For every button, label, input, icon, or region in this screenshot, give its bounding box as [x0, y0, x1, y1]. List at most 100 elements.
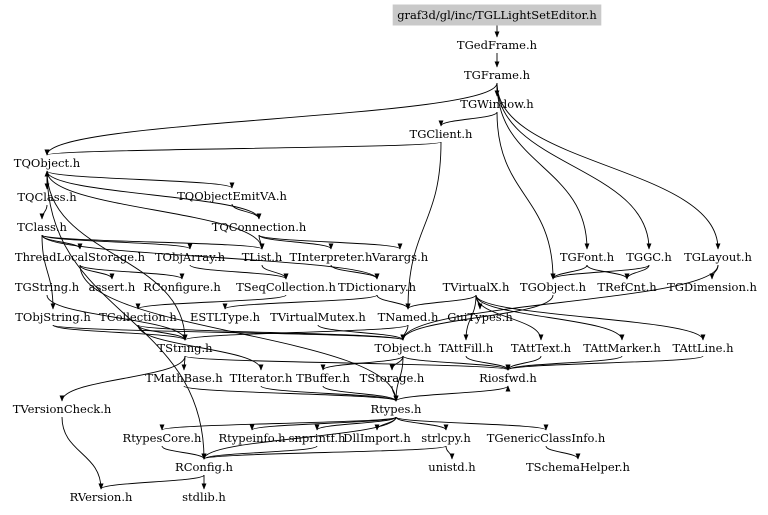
node-TNamed[interactable]: TNamed.h	[378, 310, 439, 324]
node-Varargs[interactable]: Varargs.h	[371, 250, 429, 264]
node-ThreadLocalStorage[interactable]: ThreadLocalStorage.h	[15, 250, 146, 264]
node-TStorage[interactable]: TStorage.h	[360, 371, 425, 385]
node-label: TString.h	[157, 341, 213, 355]
edge-TAttLine-to-Riosfwd	[505, 355, 704, 371]
node-GuiTypes[interactable]: GuiTypes.h	[447, 310, 513, 324]
node-TGClient[interactable]: TGClient.h	[410, 127, 474, 141]
node-stdlib[interactable]: stdlib.h	[182, 490, 226, 504]
node-TGedFrame[interactable]: TGedFrame.h	[457, 38, 538, 52]
node-RVersion[interactable]: RVersion.h	[70, 490, 133, 504]
edge-TIterator-to-Rtypes	[260, 385, 399, 402]
node-label: TAttLine.h	[673, 341, 735, 355]
node-label: snprintf.h	[289, 431, 346, 445]
edge-TGLayout-to-TGDimension	[709, 264, 719, 280]
node-TObjArray[interactable]: TObjArray.h	[155, 250, 226, 264]
edge-ThreadLocalStorage-to-RConfigure	[79, 264, 185, 280]
node-TString[interactable]: TString.h	[157, 341, 213, 355]
node-TCollection[interactable]: TCollection.h	[99, 310, 177, 324]
edge-TString-to-Riosfwd	[184, 355, 511, 371]
node-TVirtualMutex[interactable]: TVirtualMutex.h	[270, 310, 366, 324]
node-TIterator[interactable]: TIterator.h	[230, 371, 293, 385]
node-TObject[interactable]: TObject.h	[375, 341, 433, 355]
node-TAttMarker[interactable]: TAttMarker.h	[583, 341, 661, 355]
node-TQConnection[interactable]: TQConnection.h	[212, 220, 307, 234]
node-label: TBuffer.h	[296, 371, 350, 385]
edge-TVirtualX-to-TAttMarker	[475, 294, 625, 341]
node-TGObject[interactable]: TGObject.h	[520, 280, 587, 294]
node-label: TGedFrame.h	[457, 38, 538, 52]
node-label: TIterator.h	[230, 371, 293, 385]
node-TAttLine[interactable]: TAttLine.h	[673, 341, 735, 355]
node-label: TGObject.h	[520, 280, 587, 294]
node-label: TAttFill.h	[439, 341, 494, 355]
edge-TInterpreter-to-TDictionary	[330, 264, 380, 280]
node-root[interactable]: graf3d/gl/inc/TGLLightSetEditor.h	[392, 4, 602, 26]
node-TSchemaHelper[interactable]: TSchemaHelper.h	[526, 460, 631, 474]
node-TDictionary[interactable]: TDictionary.h	[338, 280, 417, 294]
edge-TObjArray-to-TSeqCollection	[189, 264, 289, 280]
node-RtypesCore[interactable]: RtypesCore.h	[123, 431, 203, 445]
node-strlcpy[interactable]: strlcpy.h	[421, 431, 471, 445]
edge-TClass-to-TObjArray	[41, 234, 193, 250]
node-TList[interactable]: TList.h	[242, 250, 283, 264]
node-label: TRefCnt.h	[597, 280, 657, 294]
edge-Rtypes-to-RConfig	[201, 416, 397, 460]
node-TBuffer[interactable]: TBuffer.h	[296, 371, 350, 385]
node-Rtypeinfo[interactable]: Rtypeinfo.h	[218, 431, 286, 445]
node-TGLayout[interactable]: TGLayout.h	[684, 250, 752, 264]
node-snprintf[interactable]: snprintf.h	[289, 431, 346, 445]
node-TGGC[interactable]: TGGC.h	[626, 250, 672, 264]
edge-TObject-to-Riosfwd	[402, 355, 511, 371]
node-TAttFill[interactable]: TAttFill.h	[439, 341, 494, 355]
edge-TQClass-to-TClass	[39, 204, 48, 220]
node-Rtypes[interactable]: Rtypes.h	[371, 402, 423, 416]
node-TGenericClassInfo[interactable]: TGenericClassInfo.h	[487, 431, 606, 445]
node-TVersionCheck[interactable]: TVersionCheck.h	[13, 402, 112, 416]
node-label: TDictionary.h	[338, 280, 417, 294]
edge-TStorage-to-Rtypes	[391, 385, 399, 402]
node-TMathBase[interactable]: TMathBase.h	[145, 371, 223, 385]
edge-TQObject-to-TString	[46, 170, 188, 341]
node-label: stdlib.h	[182, 490, 226, 504]
node-TAttText[interactable]: TAttText.h	[511, 341, 572, 355]
edge-TGFrame-to-TGLayout	[496, 82, 721, 250]
node-label: TGFont.h	[560, 250, 615, 264]
node-TGFrame[interactable]: TGFrame.h	[464, 68, 531, 82]
node-TGString[interactable]: TGString.h	[15, 280, 80, 294]
node-label: TQConnection.h	[212, 220, 307, 234]
edge-TQObject-to-TQObjectEmitVA	[46, 170, 235, 189]
edge-TVirtualX-to-TAttText	[475, 294, 544, 341]
edge-TVirtualX-to-TAttFill	[463, 294, 477, 341]
node-TObjString[interactable]: TObjString.h	[15, 310, 91, 324]
node-TQClass[interactable]: TQClass.h	[17, 190, 77, 204]
edge-TSeqCollection-to-TCollection	[135, 294, 287, 310]
node-label: TVirtualMutex.h	[270, 310, 366, 324]
node-TInterpreter[interactable]: TInterpreter.h	[290, 250, 374, 264]
node-ESTLType[interactable]: ESTLType.h	[190, 310, 261, 324]
edge-TGString-to-TString	[46, 294, 188, 341]
edge-TGObject-to-TObject	[400, 294, 554, 341]
node-TSeqCollection[interactable]: TSeqCollection.h	[236, 280, 336, 294]
node-TQObject[interactable]: TQObject.h	[14, 156, 81, 170]
edge-TCollection-to-TObject	[137, 324, 406, 341]
node-TClass[interactable]: TClass.h	[17, 220, 67, 234]
node-TVirtualX[interactable]: TVirtualX.h	[443, 280, 510, 294]
node-label: TNamed.h	[378, 310, 439, 324]
node-DllImport[interactable]: DllImport.h	[343, 431, 411, 445]
node-Riosfwd[interactable]: Riosfwd.h	[479, 371, 537, 385]
node-TGFont[interactable]: TGFont.h	[560, 250, 615, 264]
node-RConfigure[interactable]: RConfigure.h	[143, 280, 221, 294]
node-TGDimension[interactable]: TGDimension.h	[667, 280, 757, 294]
node-label: TQObject.h	[14, 156, 81, 170]
node-unistd[interactable]: unistd.h	[428, 460, 476, 474]
node-label: assert.h	[89, 280, 136, 294]
node-RConfig[interactable]: RConfig.h	[175, 460, 233, 474]
node-label: TSeqCollection.h	[236, 280, 336, 294]
node-label: unistd.h	[428, 460, 476, 474]
node-TQObjectEmitVA[interactable]: TQObjectEmitVA.h	[177, 189, 287, 203]
node-TRefCnt[interactable]: TRefCnt.h	[597, 280, 657, 294]
node-assert[interactable]: assert.h	[89, 280, 136, 294]
node-TGWindow[interactable]: TGWindow.h	[460, 97, 534, 111]
edge-TQObject-to-TList	[46, 170, 265, 250]
